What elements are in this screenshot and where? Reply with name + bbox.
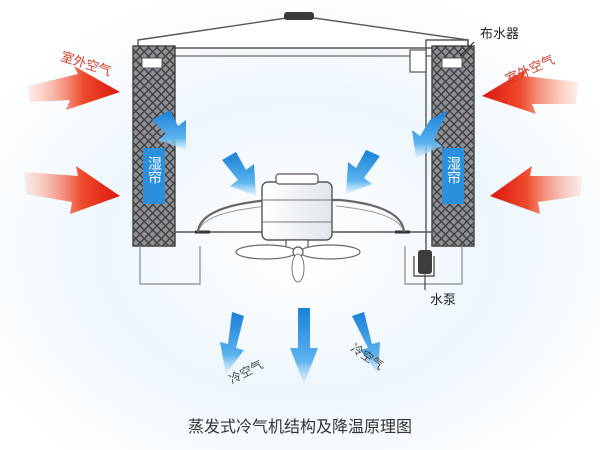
cool-air-arrow <box>220 312 244 374</box>
left-wet-curtain <box>132 45 176 247</box>
cool-air-arrow <box>352 312 380 374</box>
right-wet-curtain <box>431 45 475 247</box>
wet-curtain-label-right: 湿帘 <box>445 156 461 184</box>
curtain-label-bg-right <box>442 148 464 204</box>
cool-air-arrow <box>152 110 186 150</box>
water-distributor-label: 布水器 <box>480 27 519 42</box>
wet-curtain-label-left: 湿帘 <box>146 156 162 184</box>
cool-air-arrows <box>152 110 448 384</box>
hot-air-arrow <box>490 166 582 214</box>
diagram-title: 蒸发式冷气机结构及降温原理图 <box>188 417 412 436</box>
cool-air-arrow <box>290 308 318 384</box>
cool-air-arrow <box>412 110 448 158</box>
cool-air-arrow <box>346 150 380 194</box>
hot-air-arrow <box>482 68 578 114</box>
hot-air-arrow <box>28 66 120 110</box>
hot-air-arrow <box>24 166 120 214</box>
water-pump-label: 水泵 <box>430 293 456 308</box>
distributor-leader <box>459 41 475 57</box>
fan-blades <box>235 244 361 283</box>
curtain-label-bg-left <box>143 148 165 204</box>
hot-air-arrows <box>24 66 582 214</box>
cool-air-arrow <box>222 152 256 196</box>
